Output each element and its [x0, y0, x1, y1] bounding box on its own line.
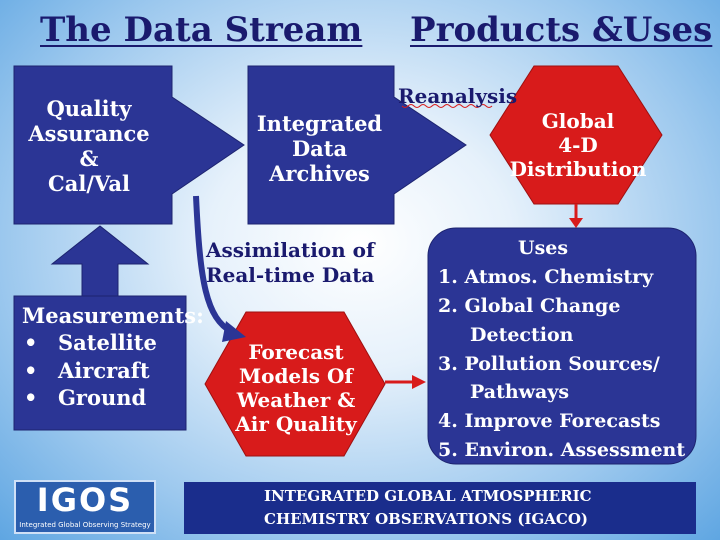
uses-box-shape [427, 227, 697, 465]
forecast-to-uses-arrowhead [412, 375, 426, 389]
uses-item: Pathways [470, 381, 570, 404]
forecast-hexagon-shape [204, 311, 386, 457]
measurements-box: Measurements: •Satellite •Aircraft •Grou… [20, 302, 204, 424]
uses-list: Uses 1. Atmos. Chemistry 2. Global Chang… [438, 234, 688, 465]
uses-item: 5. Environ. Assessment [438, 439, 686, 462]
igos-logo-subtitle: Integrated Global Observing Strategy [19, 521, 151, 529]
reanalysis-squiggle [401, 104, 493, 108]
assimilation-arrowhead [222, 321, 246, 342]
quality-assurance-arrow-shape [13, 65, 245, 225]
uses-item: 2. Global Change [438, 294, 621, 317]
forecast-models-label: Forecast Models Of Weather & Air Quality [235, 339, 357, 436]
measurement-item-satellite: •Satellite [24, 330, 157, 356]
measurements-title: Measurements: [22, 303, 204, 328]
igaco-banner-line: CHEMISTRY OBSERVATIONS (IGACO) [264, 509, 589, 528]
igaco-banner: INTEGRATED GLOBAL ATMOSPHERIC CHEMISTRY … [184, 482, 696, 534]
uses-item: Detection [470, 323, 574, 346]
data-stream-heading: The Data Stream [40, 10, 363, 50]
integrated-archives-arrow-shape [247, 65, 467, 225]
igaco-banner-line: INTEGRATED GLOBAL ATMOSPHERIC [264, 487, 592, 505]
assimilation-curve-arrow [193, 195, 234, 335]
assimilation-label: Assimilation of Real-time Data [206, 238, 375, 287]
igos-logo: IGOS Integrated Global Observing Strateg… [14, 480, 156, 534]
measurement-item-aircraft: •Aircraft [24, 357, 150, 383]
global-4d-distribution-label: Global 4-D Distribution [509, 109, 647, 181]
uses-title: Uses [518, 237, 569, 259]
measurements-box-shape [13, 295, 187, 431]
integrated-archives-label: Integrated Data Archives [256, 110, 383, 187]
uses-item: 4. Improve Forecasts [438, 410, 661, 433]
global-to-uses-arrowhead [569, 218, 583, 228]
measurements-up-arrow [50, 225, 150, 297]
uses-item: 3. Pollution Sources/ [438, 352, 660, 375]
measurement-item-ground: •Ground [24, 384, 147, 410]
global-4d-hexagon-shape [489, 65, 663, 205]
igos-logo-text: IGOS [36, 481, 134, 519]
reanalysis-label: Reanalysis [398, 84, 518, 108]
quality-assurance-label: Quality Assurance & Cal/Val [28, 95, 150, 197]
products-uses-heading: Products &Uses [410, 10, 713, 50]
uses-item: 1. Atmos. Chemistry [438, 265, 654, 288]
